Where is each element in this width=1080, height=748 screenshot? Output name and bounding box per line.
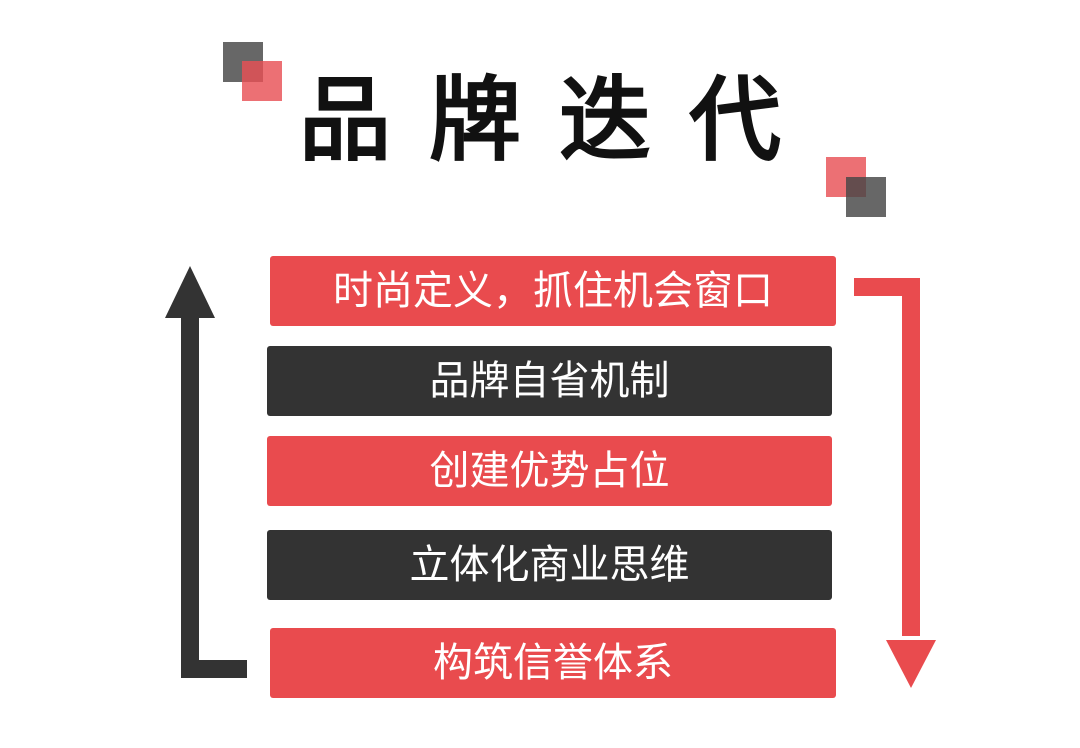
step-1-label: 时尚定义，抓住机会窗口: [333, 268, 773, 314]
step-5-label: 构筑信誉体系: [433, 640, 673, 686]
step-1-bar: 时尚定义，抓住机会窗口: [270, 256, 836, 326]
step-4-bar: 立体化商业思维: [267, 530, 832, 600]
step-5-bar: 构筑信誉体系: [270, 628, 836, 698]
step-4-label: 立体化商业思维: [409, 542, 690, 588]
page-title: 品牌迭代: [298, 67, 819, 174]
decor-top-left-square-red: [242, 61, 282, 101]
step-3-label: 创建优势占位: [429, 448, 670, 494]
step-2-label: 品牌自省机制: [429, 358, 670, 404]
step-2-bar: 品牌自省机制: [267, 346, 832, 416]
decor-right-square-gray: [846, 177, 886, 217]
step-3-bar: 创建优势占位: [267, 436, 832, 506]
